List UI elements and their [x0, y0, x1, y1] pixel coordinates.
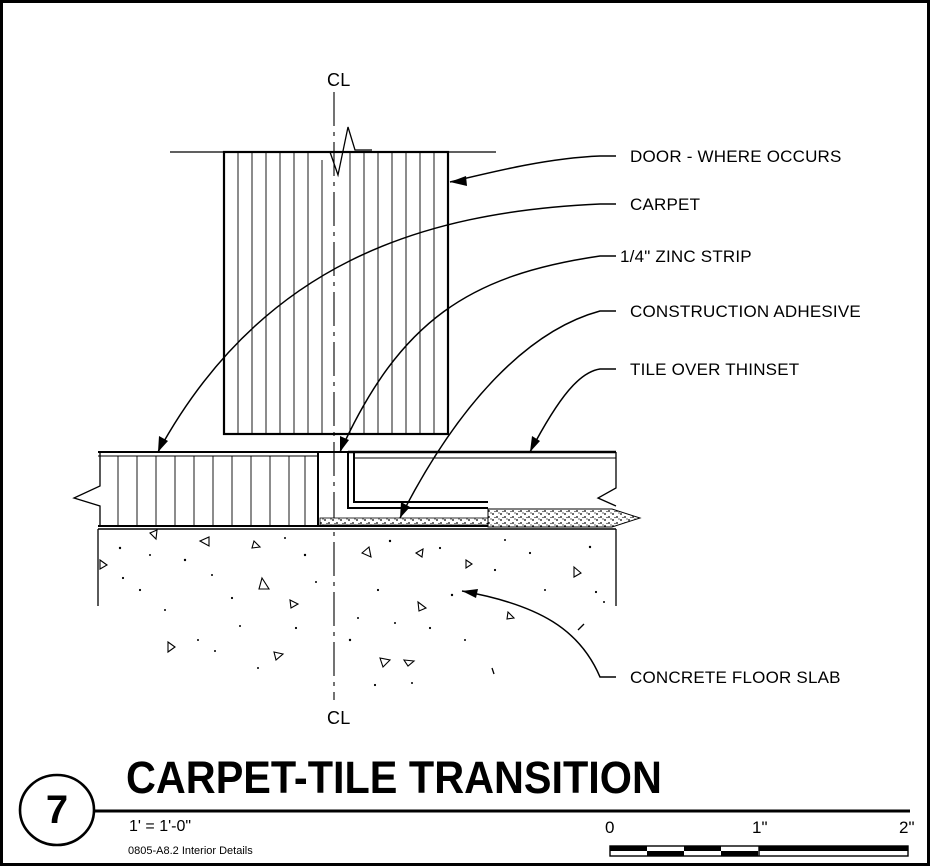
- scale-bar: [609, 845, 909, 857]
- tile: [348, 450, 617, 507]
- construction-adhesive: [319, 517, 489, 526]
- centerline-symbol-bottom: CL: [327, 708, 351, 728]
- callout-door: DOOR - WHERE OCCURS: [630, 147, 842, 166]
- leader-lines: [157, 155, 616, 678]
- scale-bar-label-0: 0: [605, 818, 615, 837]
- callout-construction-adhesive: CONSTRUCTION ADHESIVE: [630, 302, 861, 321]
- carpet: [72, 451, 318, 527]
- door: [170, 126, 496, 436]
- scale-bar-label-1: 1": [752, 818, 768, 837]
- detail-title: CARPET-TILE TRANSITION: [126, 752, 662, 803]
- callout-tile-over-thinset: TILE OVER THINSET: [630, 360, 800, 379]
- callout-zinc-strip: 1/4" ZINC STRIP: [620, 247, 752, 266]
- leader-arrowheads: [158, 176, 540, 598]
- thinset: [487, 508, 642, 528]
- concrete-slab: [97, 528, 617, 687]
- detail-number: 7: [45, 787, 69, 832]
- detail-scale: 1' = 1'-0": [129, 818, 192, 835]
- centerline-symbol-top: CL: [327, 70, 351, 90]
- callout-carpet: CARPET: [630, 195, 701, 214]
- scale-bar-label-2: 2": [899, 818, 915, 837]
- callout-concrete-floor-slab: CONCRETE FLOOR SLAB: [630, 668, 841, 687]
- zinc-strip: [317, 451, 488, 527]
- sheet-reference: 0805-A8.2 Interior Details: [128, 845, 253, 857]
